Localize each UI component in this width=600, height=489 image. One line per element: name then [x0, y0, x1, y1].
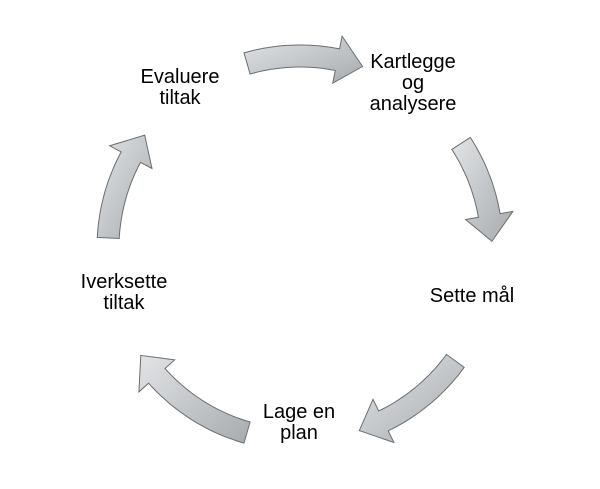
step-label-line: analysere	[369, 93, 457, 115]
step-label-line: Iverksette	[80, 271, 168, 293]
arrow-evaluere-to-kartlegge-icon	[243, 34, 364, 85]
arrow-kartlegge-to-sette-icon	[451, 136, 515, 243]
arrow-iverksette-to-evaluere-icon	[96, 134, 153, 240]
step-lage-en-plan: Lage en plan	[263, 402, 335, 444]
step-label-line: Evaluere	[140, 66, 220, 88]
step-label-line: Lage en	[262, 401, 336, 423]
step-kartlegge-og-analysere: Kartlegge og analysere	[370, 52, 457, 115]
arrow-sette-to-lage-icon	[358, 353, 465, 444]
step-evaluere-tiltak: Evaluere tiltak	[141, 67, 220, 109]
step-sette-mal: Sette mål	[430, 286, 514, 307]
step-label-line: tiltak	[159, 87, 201, 109]
step-label-line: tiltak	[103, 292, 145, 314]
step-label-line: og	[401, 72, 425, 94]
step-label-line: Kartlegge	[370, 51, 456, 73]
step-label-line: Sette mål	[429, 285, 515, 307]
step-iverksette-tiltak: Iverksette tiltak	[81, 272, 168, 314]
arrow-lage-to-iverksette-icon	[138, 354, 251, 444]
step-label-line: plan	[280, 422, 318, 444]
